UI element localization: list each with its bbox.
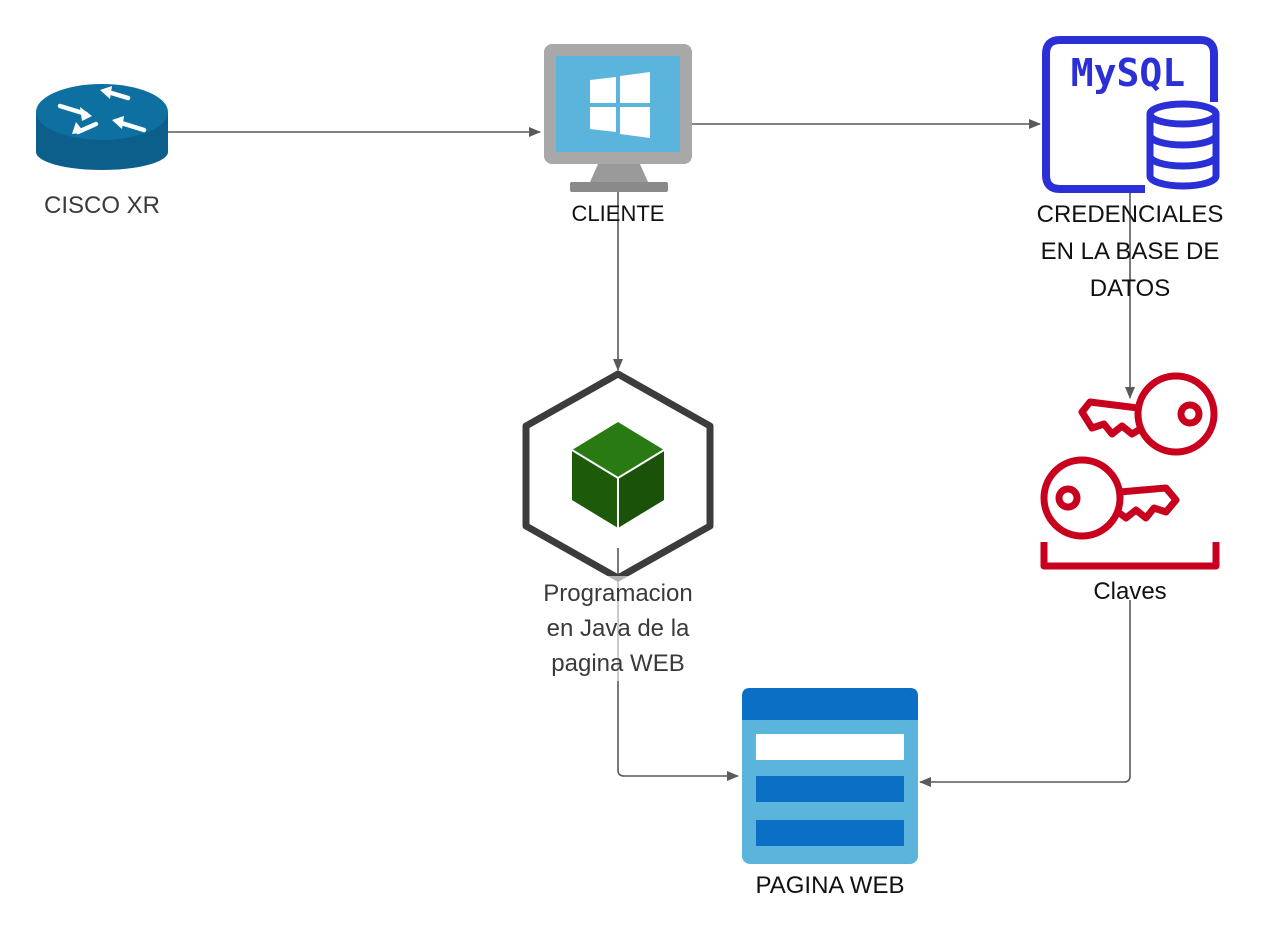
mysql-database-icon: MySQL: [1042, 36, 1220, 193]
client-label: CLIENTE: [571, 201, 665, 226]
webpage-icon: [742, 688, 918, 864]
java-label-line-1: Programacion: [543, 580, 693, 607]
webpage-label: PAGINA WEB: [755, 872, 905, 899]
connector-java-to-webpage: [617, 548, 739, 781]
database-label-line-1: CREDENCIALES: [1036, 201, 1224, 228]
connector-keys-to-webpage: [919, 600, 1131, 787]
cube-icon: [522, 370, 714, 582]
connectors: [168, 119, 1135, 787]
keys-label: Claves: [1093, 578, 1167, 605]
windows-logo-icon: [590, 72, 650, 138]
java-label-line-2: en Java de la: [546, 615, 690, 642]
java-label-line-3: pagina WEB: [551, 650, 685, 677]
keys-icon: [1040, 372, 1220, 570]
database-label-line-3: DATOS: [1089, 275, 1171, 302]
database-label-line-2: EN LA BASE DE: [1040, 238, 1220, 265]
router-label: CISCO XR: [43, 192, 160, 219]
router-icon: [36, 84, 168, 170]
java-label: Programacion en Java de la pagina WEB: [508, 576, 728, 681]
database-label: CREDENCIALES EN LA BASE DE DATOS: [1010, 196, 1250, 307]
windows-monitor-icon: [544, 44, 692, 192]
mysql-logo-text: MySQL: [1071, 51, 1185, 95]
